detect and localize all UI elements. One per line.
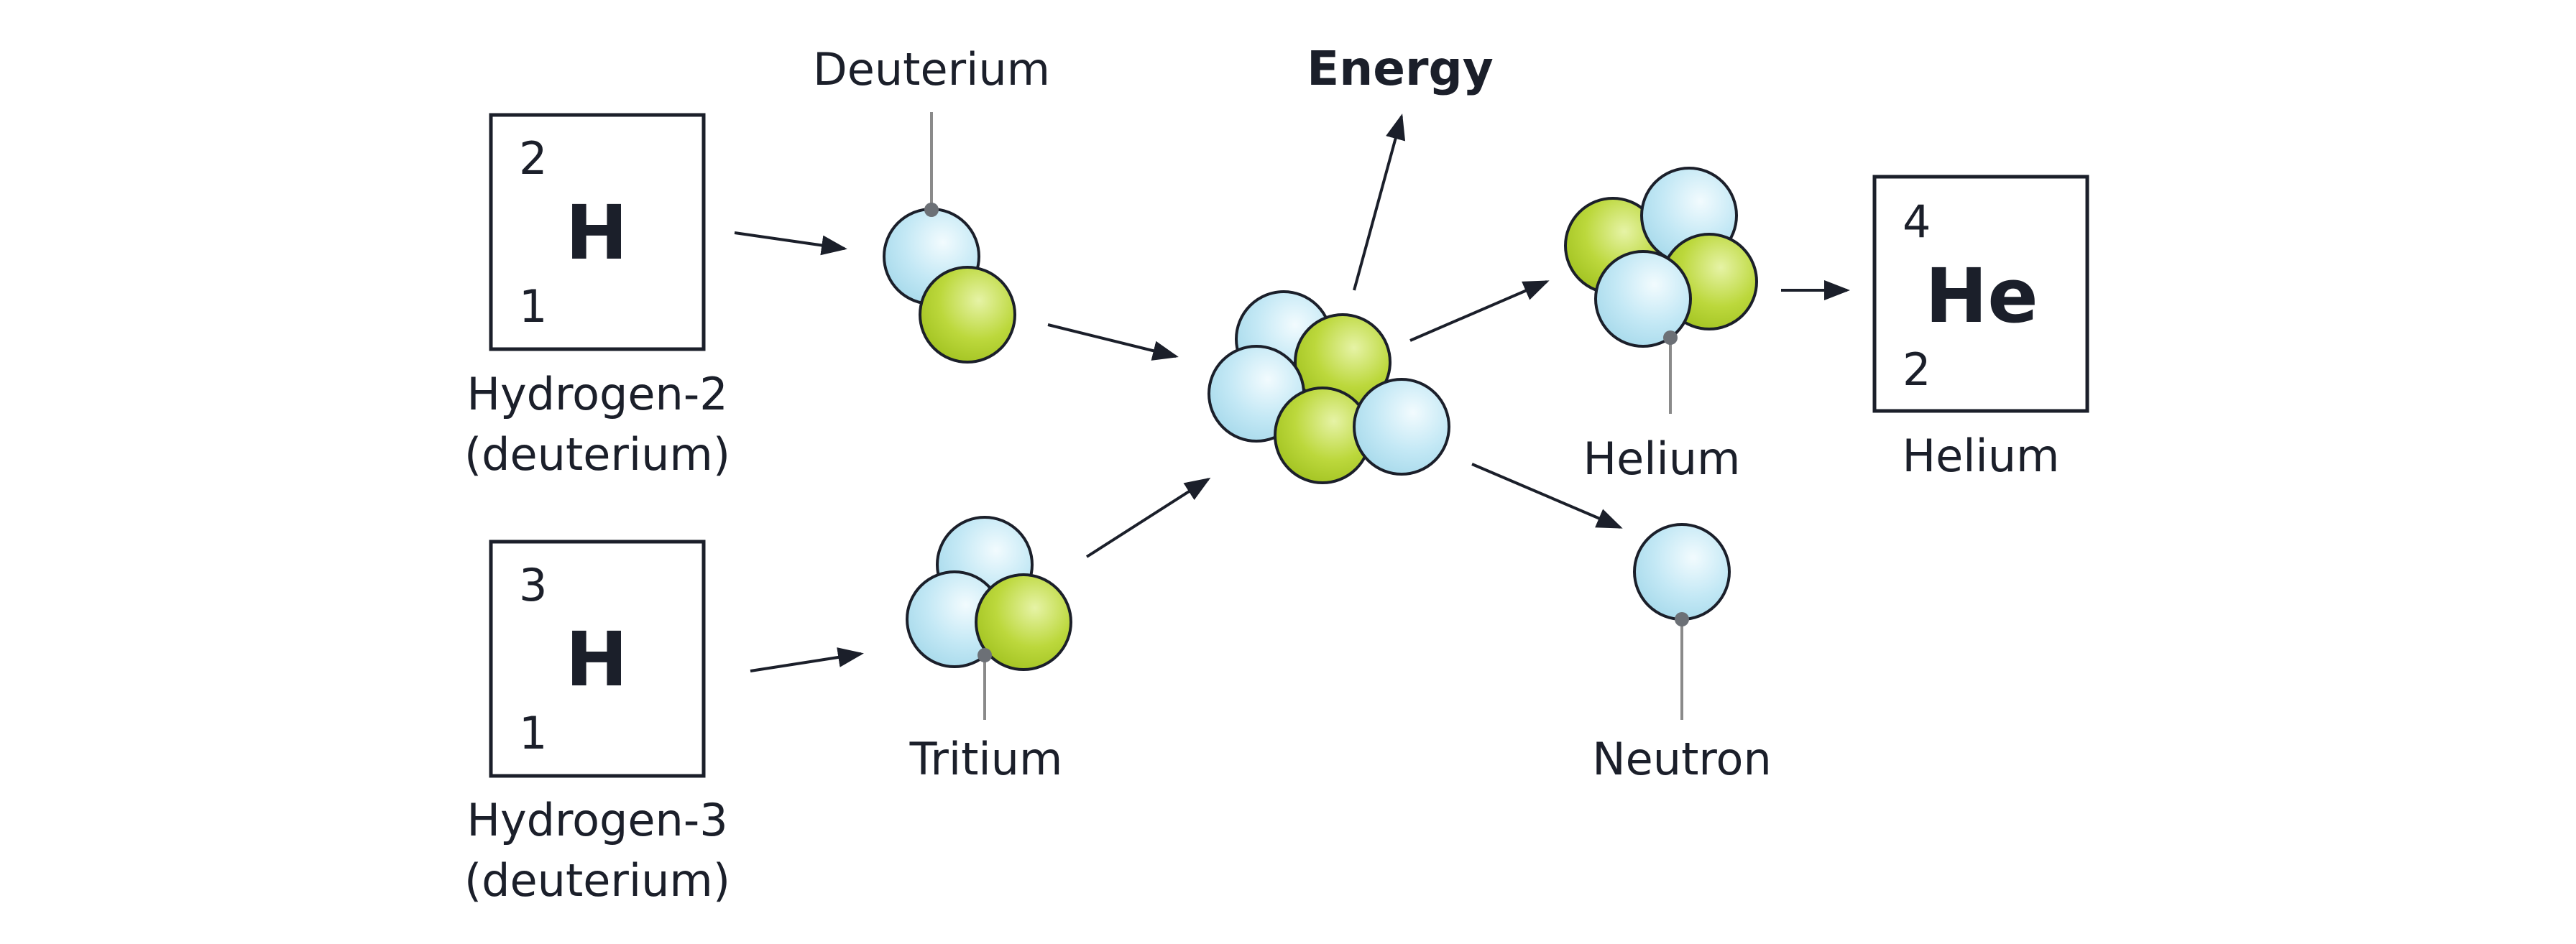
atomic-number: 1 <box>519 280 547 333</box>
tritium-nucleus <box>906 516 1072 720</box>
mass-number: 4 <box>1903 195 1931 248</box>
atomic-number: 1 <box>519 707 547 759</box>
element-symbol: H <box>565 189 627 277</box>
leader-dot <box>1663 330 1678 345</box>
label-neutron: Neutron <box>1592 733 1771 785</box>
element-box-hydrogen-2: 2 H 1 <box>489 113 706 351</box>
element-box-frame <box>489 113 706 351</box>
element-symbol: He <box>1925 252 2038 340</box>
caption-helium-box: Helium <box>1903 430 2060 482</box>
neutron-particle <box>1633 523 1731 621</box>
arrow-deuterium-to-fusion <box>1047 323 1179 361</box>
mass-number: 3 <box>519 559 547 611</box>
caption-hydrogen-3-sub: (deuterium) <box>464 854 730 907</box>
arrow-h3-to-tritium <box>750 647 864 672</box>
element-box-hydrogen-3: 3 H 1 <box>489 540 706 778</box>
leader-dot <box>978 648 992 662</box>
element-symbol: H <box>565 616 627 703</box>
leader-dot <box>924 203 939 217</box>
label-deuterium: Deuterium <box>813 43 1050 96</box>
arrow-fusion-to-neutron <box>1471 463 1623 529</box>
element-box-frame <box>1872 175 2089 413</box>
fusion-cluster <box>1208 290 1450 484</box>
caption-hydrogen-3: Hydrogen-3 <box>466 794 727 846</box>
label-helium: Helium <box>1583 432 1741 485</box>
label-tritium: Tritium <box>909 733 1063 785</box>
atomic-number: 2 <box>1903 343 1931 396</box>
caption-hydrogen-2-sub: (deuterium) <box>464 428 730 481</box>
neutron-particle <box>1594 250 1692 348</box>
arrow-h2-to-deuterium <box>734 231 847 256</box>
mass-number: 2 <box>519 132 547 185</box>
label-energy: Energy <box>1307 41 1494 96</box>
arrow-fusion-to-energy <box>1353 114 1406 291</box>
leader-dot <box>1675 612 1689 626</box>
element-box-frame <box>489 540 706 778</box>
neutron-particle <box>1353 378 1450 476</box>
caption-hydrogen-2: Hydrogen-2 <box>466 368 727 420</box>
arrow-tritium-to-fusion <box>1085 477 1211 558</box>
deuterium-nucleus <box>883 112 1016 364</box>
proton-particle <box>975 573 1072 671</box>
element-box-helium: 4 He 2 <box>1872 175 2089 413</box>
arrow-fusion-to-helium <box>1409 280 1550 342</box>
free-neutron <box>1633 523 1731 720</box>
proton-particle <box>919 266 1016 364</box>
helium-nucleus <box>1564 167 1758 414</box>
